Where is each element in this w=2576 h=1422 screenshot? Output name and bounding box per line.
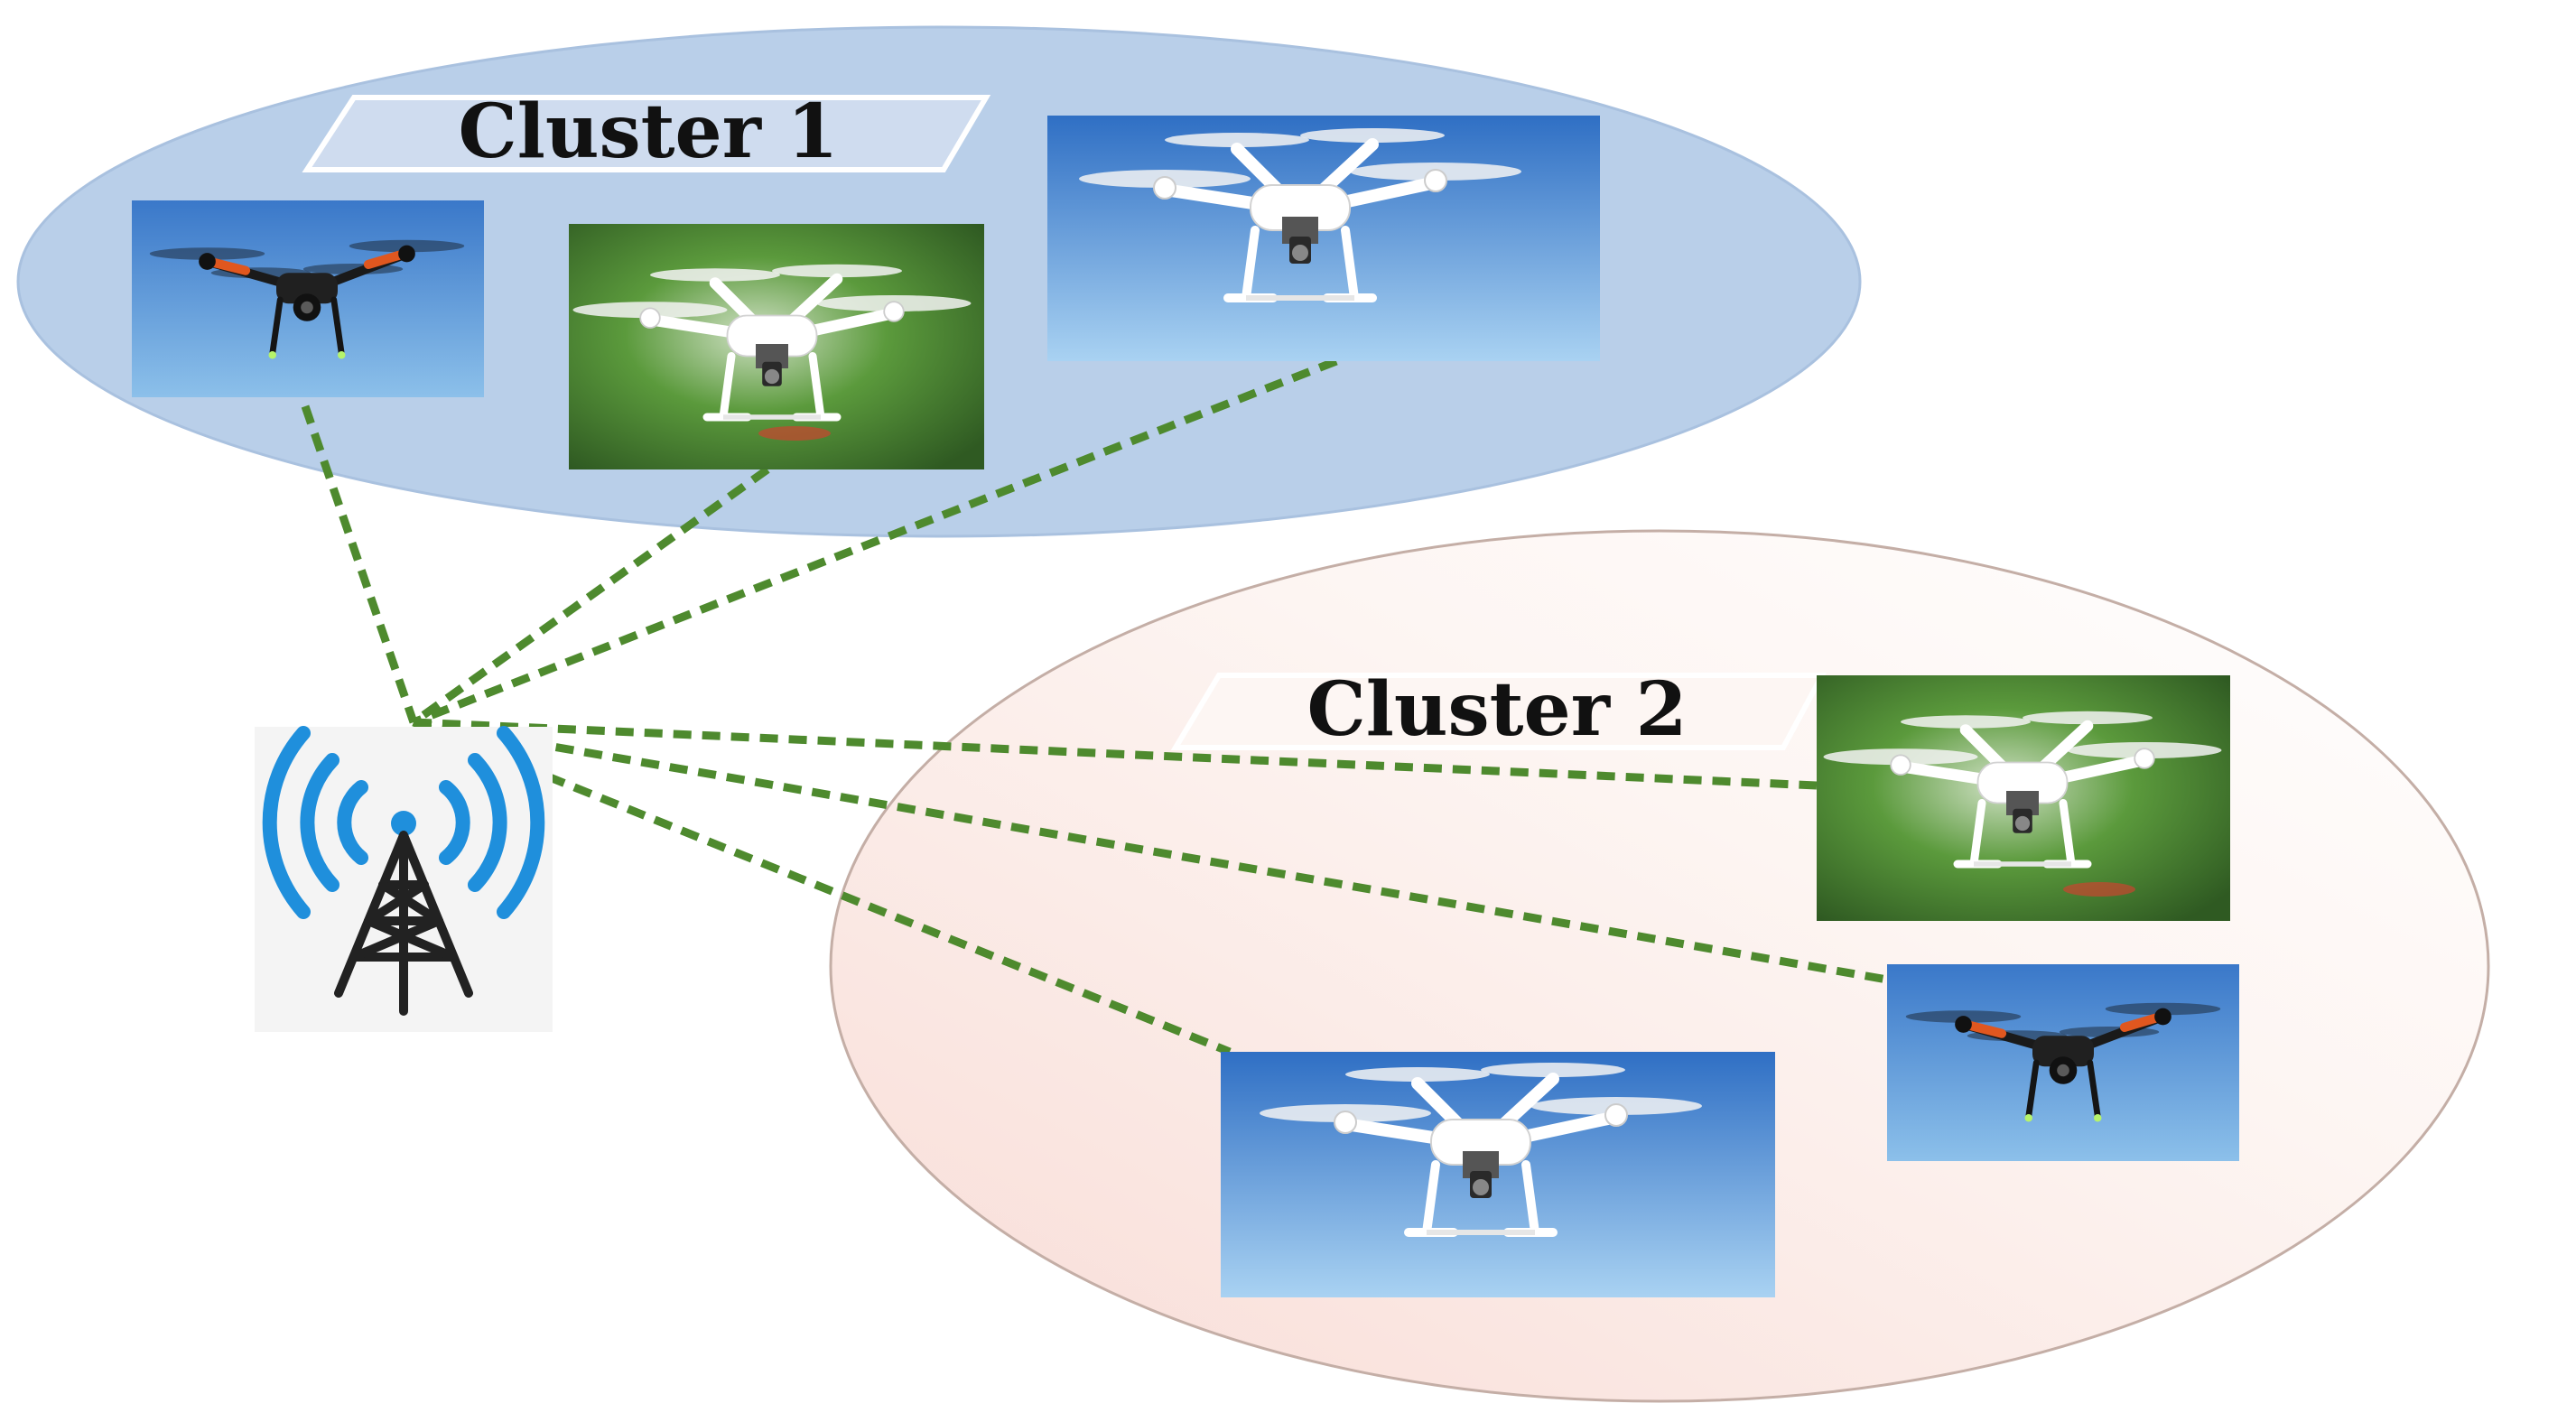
link-cluster1-drone-c [412, 357, 1338, 727]
drone-photo-cluster1-c [1047, 116, 1600, 361]
cell-tower-icon [255, 726, 553, 1032]
link-cluster2-drone-b [413, 718, 1888, 984]
cluster-2-label: Cluster 2 [1307, 666, 1687, 753]
link-cluster2-drone-a [413, 718, 1818, 790]
drone-photo-cluster1-a [132, 200, 484, 397]
drone-photo-cluster2-c [1221, 1052, 1775, 1297]
drone-photo-cluster1-b [569, 224, 984, 469]
cluster-1-label-box: Cluster 1 [302, 88, 991, 175]
drone-photo-cluster2-b [1887, 964, 2239, 1161]
drone-photo-cluster2-a [1817, 675, 2230, 921]
cluster-2-label-box: Cluster 2 [1170, 666, 1827, 753]
cluster-1-label: Cluster 1 [458, 88, 838, 175]
link-cluster1-drone-b [411, 466, 770, 726]
